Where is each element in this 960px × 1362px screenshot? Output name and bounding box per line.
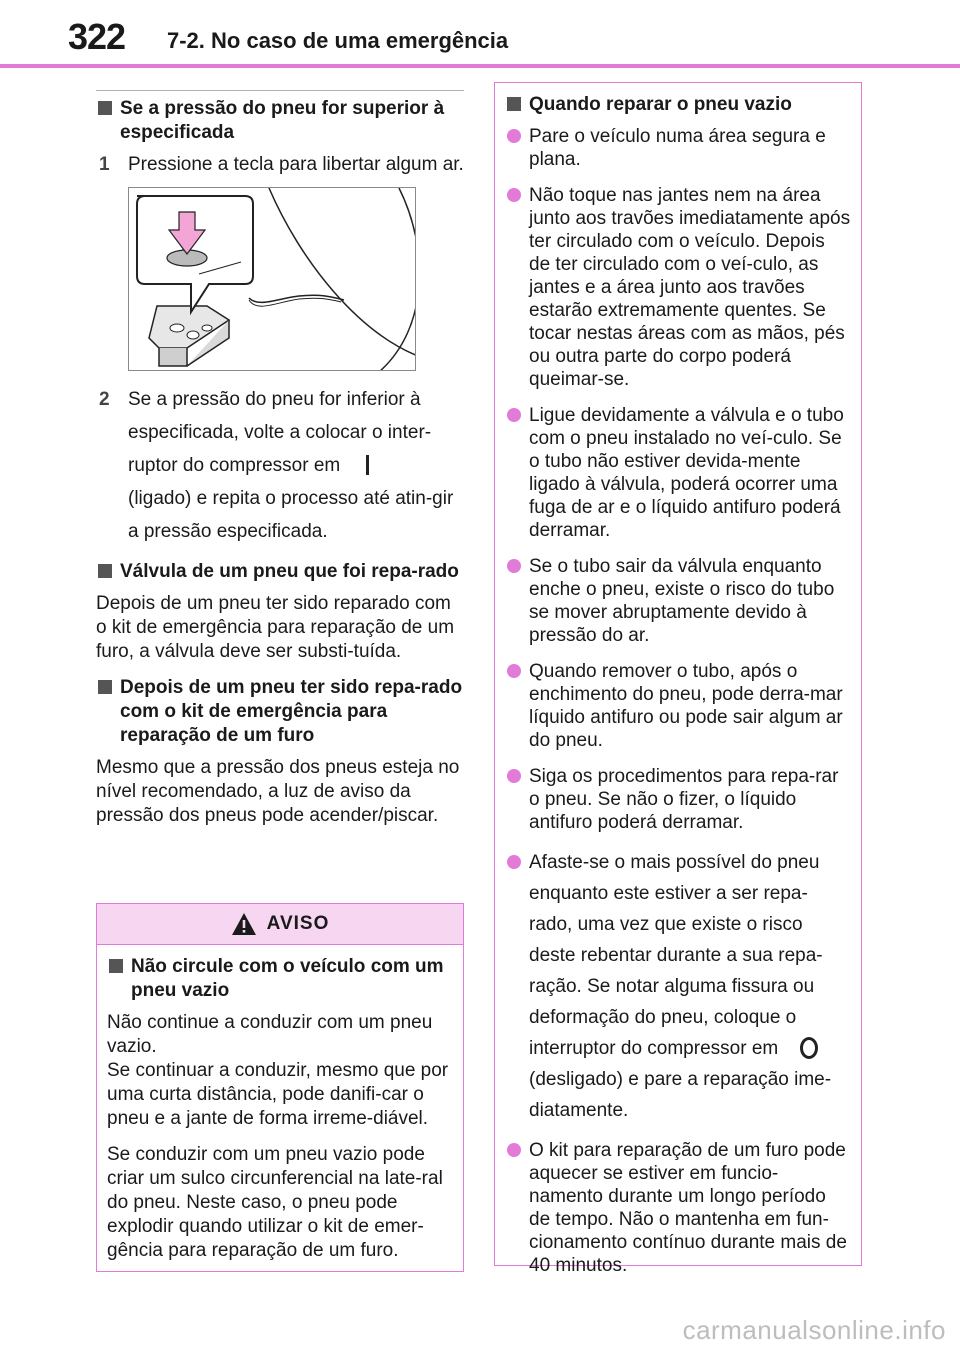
subheading: Válvula de um pneu que foi repa-rado <box>96 560 464 584</box>
step-text: Pressione a tecla para libertar algum ar… <box>128 154 464 175</box>
step-number: 2 <box>99 389 110 410</box>
circle-bullet-icon <box>507 559 521 573</box>
step-number: 1 <box>99 154 110 175</box>
list-item: Siga os procedimentos para repa-rar o pn… <box>505 765 851 834</box>
page-number: 322 <box>68 16 126 57</box>
step-1: 1 Pressione a tecla para libertar algum … <box>96 153 464 177</box>
list-item: Se o tubo sair da válvula enquanto enche… <box>505 555 851 647</box>
warning-header: AVISO <box>97 904 463 945</box>
power-off-icon <box>800 1037 819 1059</box>
list-item: Afaste-se o mais possível do pneu enquan… <box>505 847 851 1126</box>
step-text: Se a pressão do pneu for inferior à espe… <box>128 389 432 476</box>
list-item: Pare o veículo numa área segura e plana. <box>505 125 851 171</box>
square-bullet-icon <box>98 680 112 694</box>
square-bullet-icon <box>98 564 112 578</box>
paragraph: Mesmo que a pressão dos pneus esteja no … <box>96 757 460 826</box>
step-2: 2 Se a pressão do pneu for inferior à es… <box>96 383 464 548</box>
paragraph: Não continue a conduzir com um pneu vazi… <box>107 1012 449 1129</box>
subheading: Não circule com o veículo com um pneu va… <box>107 955 453 1003</box>
square-bullet-icon <box>507 97 521 111</box>
repair-notes-box: Quando reparar o pneu vazio Pare o veícu… <box>494 82 862 1276</box>
subheading: Quando reparar o pneu vazio <box>505 93 851 117</box>
warning-body: Não circule com o veículo com um pneu va… <box>97 945 463 1263</box>
square-bullet-icon <box>109 959 123 973</box>
page-header: 322 7-2. No caso de uma emergência <box>0 0 960 70</box>
circle-bullet-icon <box>507 769 521 783</box>
circle-bullet-icon <box>507 408 521 422</box>
watermark: carmanualsonline.info <box>682 1315 946 1345</box>
list-item: Não toque nas jantes nem na área junto a… <box>505 184 851 391</box>
warning-triangle-icon <box>231 913 256 935</box>
warning-title: AVISO <box>266 913 330 934</box>
header-rule <box>0 64 960 68</box>
compressor-icon <box>136 188 415 370</box>
warning-box: AVISO Não circule com o veículo com um p… <box>96 903 464 1272</box>
power-on-icon <box>366 455 370 475</box>
circle-bullet-icon <box>507 129 521 143</box>
compressor-illustration <box>128 187 416 371</box>
circle-bullet-icon <box>507 855 521 869</box>
list-item: Quando remover o tubo, após o enchimento… <box>505 660 851 752</box>
circle-bullet-icon <box>507 1143 521 1157</box>
section-title: 7-2. No caso de uma emergência <box>167 28 509 53</box>
square-bullet-icon <box>98 101 112 115</box>
left-column: Se a pressão do pneu for superior à espe… <box>96 90 464 838</box>
paragraph: Depois de um pneu ter sido reparado com … <box>96 593 455 662</box>
step-text: (ligado) e repita o processo até atin-gi… <box>128 488 454 542</box>
list-item: Ligue devidamente a válvula e o tubo com… <box>505 404 851 542</box>
divider <box>96 90 464 91</box>
subheading: Depois de um pneu ter sido repa-rado com… <box>96 676 464 748</box>
list-item: O kit para reparação de um furo pode aqu… <box>505 1139 851 1277</box>
circle-bullet-icon <box>507 188 521 202</box>
subheading: Se a pressão do pneu for superior à espe… <box>96 97 464 145</box>
paragraph: Se conduzir com um pneu vazio pode criar… <box>107 1144 443 1261</box>
circle-bullet-icon <box>507 664 521 678</box>
